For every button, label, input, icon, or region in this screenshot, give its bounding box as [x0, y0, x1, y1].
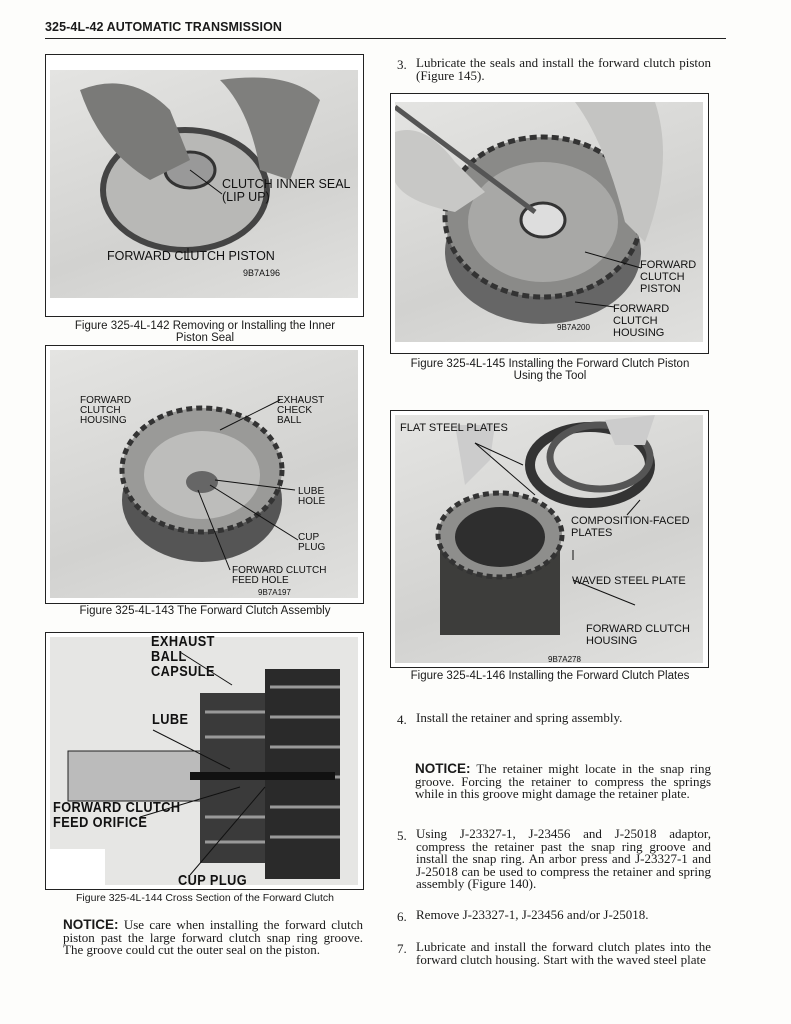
cross-section-drawing — [50, 637, 358, 885]
blank-patch — [50, 849, 105, 885]
figure-143-caption: Figure 325-4L-143 The Forward Clutch Ass… — [79, 605, 331, 617]
figure-143 — [45, 345, 364, 604]
label-cup-plug: CUP PLUG — [298, 532, 326, 553]
label-forward-clutch-housing: FORWARD CLUTCH HOUSING — [80, 395, 132, 426]
figure-code: 9B7A196 — [243, 268, 281, 278]
step-number: 7. — [397, 941, 407, 956]
notice-left: NOTICE: Use care when installing the for… — [63, 917, 363, 957]
label-clutch-inner-seal: CLUTCH INNER SEAL — [222, 177, 351, 191]
caption-line: Piston Seal — [175, 332, 235, 344]
step-number: 5. — [397, 828, 407, 843]
label-forward-clutch-piston: FORWARD CLUTCH PISTON — [107, 249, 275, 263]
figure-146-caption: Figure 325-4L-146 Installing the Forward… — [410, 670, 690, 682]
step-5-text: Using J-23327-1, J-23456 and J-25018 ada… — [416, 826, 711, 891]
label-lip-up: (LIP UP) — [222, 190, 270, 204]
figure-144-caption: Figure 325-4L-144 Cross Section of the F… — [76, 892, 334, 904]
notice-label: NOTICE: — [415, 761, 471, 776]
label-flat-steel-plates: FLAT STEEL PLATES — [400, 422, 508, 434]
figure-144 — [45, 632, 364, 890]
label-waved-steel-plate: WAVED STEEL PLATE — [572, 575, 686, 587]
figure-code: 9B7A197 — [258, 588, 291, 597]
caption-line: Using the Tool — [513, 370, 587, 382]
label-cup-plug: CUP PLUG — [178, 872, 248, 889]
photo-installing-plates — [395, 415, 703, 663]
photo-piston-seal — [50, 70, 358, 298]
notice-text: Use care when installing the forward clu… — [63, 917, 363, 957]
caption-line: Figure 325-4L-142 Removing or Installing… — [74, 320, 336, 332]
notice-right: NOTICE: The retainer might locate in the… — [415, 761, 711, 801]
step-7-text: Lubricate and install the forward clutch… — [416, 939, 711, 967]
label-forward-clutch-feed-orifice: FORWARD CLUTCH FEED ORIFICE — [53, 799, 181, 831]
figure-145-caption: Figure 325-4L-145 Installing the Forward… — [390, 358, 710, 382]
page-header: 325-4L-42 AUTOMATIC TRANSMISSION — [45, 20, 283, 34]
step-number: 4. — [397, 712, 407, 727]
figure-142 — [45, 54, 364, 317]
figure-code: 9B7A278 — [548, 655, 581, 664]
figure-146 — [390, 410, 709, 668]
step-number: 3. — [397, 57, 407, 72]
label-forward-clutch-feed-hole: FORWARD CLUTCH FEED HOLE — [232, 565, 327, 586]
notice-label: NOTICE: — [63, 917, 119, 932]
photo-installing-piston — [395, 102, 703, 342]
step-4-text: Install the retainer and spring assembly… — [416, 710, 623, 725]
label-forward-clutch-housing: FORWARD CLUTCH HOUSING — [586, 623, 690, 647]
label-exhaust-check-ball: EXHAUST CHECK BALL — [277, 395, 325, 426]
figure-142-caption: Figure 325-4L-142 Removing or Installing… — [45, 320, 365, 344]
label-lube: LUBE — [152, 711, 189, 728]
figure-145 — [390, 93, 709, 354]
label-composition-faced-plates: COMPOSITION-FACED PLATES — [571, 515, 690, 539]
caption-line: Figure 325-4L-145 Installing the Forward… — [410, 358, 690, 370]
label-forward-clutch-housing: FORWARD CLUTCH HOUSING — [613, 303, 670, 339]
notice-text: The retainer might locate in the snap ri… — [415, 761, 711, 801]
label-forward-clutch-piston: FORWARD CLUTCH PISTON — [640, 259, 697, 295]
header-rule — [45, 38, 726, 39]
step-3-text: Lubricate the seals and install the forw… — [416, 55, 711, 83]
photo-forward-clutch-assembly — [50, 350, 358, 598]
label-exhaust-ball-capsule: EXHAUST BALL CAPSULE — [151, 633, 215, 680]
label-lube-hole: LUBE HOLE — [298, 486, 326, 507]
figure-code: 9B7A200 — [557, 323, 590, 332]
step-number: 6. — [397, 909, 407, 924]
step-6-text: Remove J-23327-1, J-23456 and/or J-25018… — [416, 907, 649, 922]
